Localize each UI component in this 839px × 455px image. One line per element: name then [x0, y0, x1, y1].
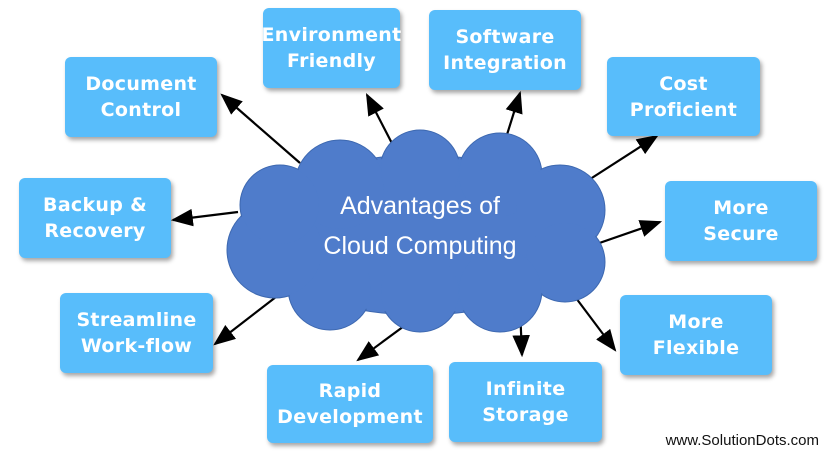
- box-infinite-storage: Infinite Storage: [449, 362, 602, 442]
- central-topic-line2: Cloud Computing: [323, 232, 517, 260]
- box-software-integration: Software Integration: [429, 10, 581, 90]
- box-label: Software Integration: [443, 26, 567, 74]
- box-label: Environment Friendly: [261, 24, 402, 72]
- box-label: Streamline Work-flow: [76, 309, 197, 357]
- box-label: Rapid Development: [277, 380, 423, 428]
- box-label: Cost Proficient: [629, 72, 738, 121]
- box-backup-recovery: Backup & Recovery: [19, 178, 171, 258]
- central-topic-line1: Advantages of: [340, 192, 500, 220]
- watermark: www.SolutionDots.com: [665, 432, 819, 449]
- box-label: Document Control: [85, 73, 197, 121]
- box-more-flexible: More Flexible: [620, 295, 772, 375]
- central-topic: Advantages of Cloud Computing: [290, 186, 550, 266]
- box-document-control: Document Control: [65, 57, 217, 137]
- connector-arrow: [220, 93, 301, 164]
- connector-arrow: [170, 208, 239, 227]
- box-more-secure: More Secure: [665, 181, 817, 261]
- box-environment-friendly: Environment Friendly: [261, 8, 402, 88]
- box-cost-proficient: Cost Proficient: [607, 57, 760, 136]
- box-label: Backup & Recovery: [43, 194, 147, 242]
- connector-arrow: [213, 289, 286, 346]
- box-label: More Secure: [703, 197, 779, 245]
- box-rapid-development: Rapid Development: [267, 365, 433, 443]
- box-streamline-workflow: Streamline Work-flow: [60, 293, 213, 373]
- box-label: More Flexible: [652, 311, 740, 359]
- cloud-shape: [226, 129, 606, 333]
- box-label: Infinite Storage: [482, 378, 569, 426]
